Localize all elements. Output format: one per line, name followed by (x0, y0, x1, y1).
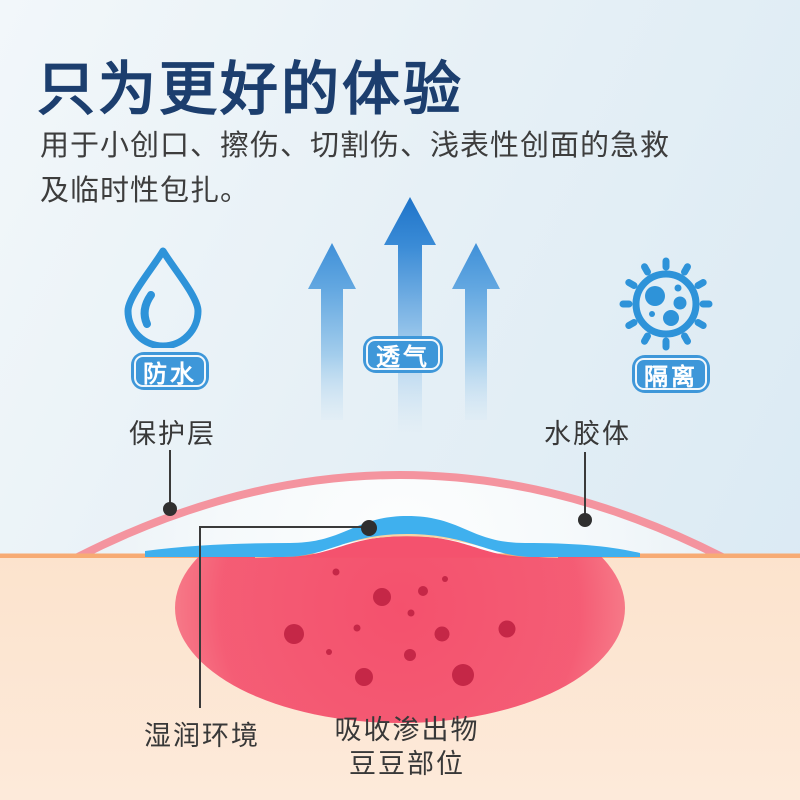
protective-layer-arc (74, 471, 726, 561)
hydrocolloid-layer (145, 516, 640, 557)
protective-layer-label: 保护层 (129, 419, 216, 449)
up-arrows-icon (308, 197, 500, 433)
absorb-exudate-line-2: 豆豆部位 (349, 749, 465, 779)
exudate-dots (284, 568, 516, 686)
isolation-badge: 隔离 (632, 355, 710, 393)
water-drop-icon (124, 247, 202, 348)
wound-glow (175, 557, 625, 723)
waterproof-badge-label: 防水 (143, 360, 197, 388)
breathable-badge-label: 透气 (376, 344, 430, 371)
moist-environment-label: 湿润环境 (144, 721, 260, 751)
isolation-badge-label: 隔离 (644, 363, 698, 391)
hydrocolloid-label: 水胶体 (544, 419, 631, 449)
page-title: 只为更好的体验 (37, 57, 465, 122)
absorb-exudate-line-1: 吸收渗出物 (334, 715, 480, 745)
subtitle-line-1: 用于小创口、擦伤、切割伤、浅表性创面的急救 (40, 130, 671, 162)
page-subtitle: 用于小创口、擦伤、切割伤、浅表性创面的急救 及临时性包扎。 (40, 124, 670, 214)
callout-lines (163, 450, 592, 708)
germ-icon (619, 257, 713, 351)
subtitle-line-2: 及临时性包扎。 (40, 175, 251, 207)
waterproof-badge: 防水 (131, 352, 209, 390)
breathable-badge: 透气 (363, 336, 443, 373)
wound-bump (283, 536, 531, 557)
absorb-exudate-label: 吸收渗出物 豆豆部位 (317, 713, 497, 781)
